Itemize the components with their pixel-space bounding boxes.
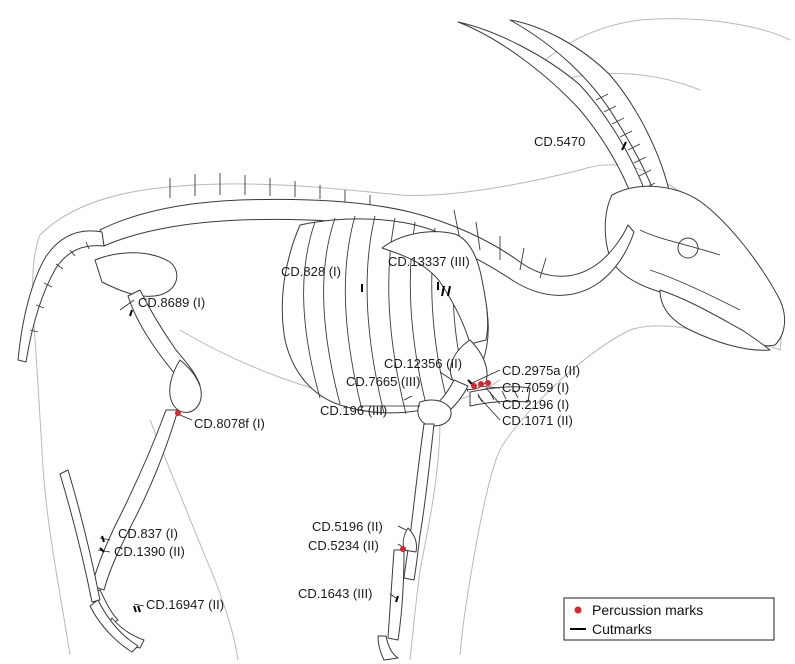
label-cd2196: CD.2196 (I) (502, 397, 569, 412)
legend-percussion-label: Percussion marks (592, 602, 703, 618)
label-cd828: CD.828 (I) (281, 264, 341, 279)
percussion-mark-7059 (478, 381, 484, 387)
cutmark-metatarsal-2 (100, 548, 104, 552)
legend-cutmark-label: Cutmarks (592, 621, 652, 637)
label-cd837: CD.837 (I) (118, 526, 178, 541)
label-cd8689: CD.8689 (I) (138, 295, 205, 310)
percussion-mark-2975a (485, 380, 491, 386)
label-cd13337: CD.13337 (III) (388, 254, 470, 269)
legend: Percussion marks Cutmarks (564, 598, 774, 640)
label-cd5470: CD.5470 (534, 134, 585, 149)
cutmark-femur (130, 310, 132, 316)
label-cd1643: CD.1643 (III) (298, 586, 372, 601)
label-cd8078f: CD.8078f (I) (194, 416, 265, 431)
label-cd2975a: CD.2975a (II) (502, 363, 580, 378)
label-cd5196: CD.5196 (II) (312, 519, 383, 534)
label-cd5234: CD.5234 (II) (308, 538, 379, 553)
cutmark-phalanx-1 (134, 606, 136, 612)
skull (605, 186, 784, 350)
label-cd1390: CD.1390 (II) (114, 544, 185, 559)
percussion-mark-2196 (471, 383, 477, 389)
cutmark-phalanx-2 (138, 606, 140, 612)
label-cd7665: CD.7665 (III) (346, 374, 420, 389)
cutmark-metatarsal-1 (102, 536, 104, 542)
percussion-mark-5234 (400, 546, 406, 552)
label-cd1071: CD.1071 (II) (502, 413, 573, 428)
label-cd12356: CD.12356 (II) (384, 356, 462, 371)
label-cd7059: CD.7059 (I) (502, 380, 569, 395)
percussion-mark-8078f (175, 410, 181, 416)
label-cd16947: CD.16947 (II) (146, 597, 224, 612)
legend-percussion-icon (575, 607, 582, 614)
label-cd196: CD.196 (III) (320, 403, 387, 418)
